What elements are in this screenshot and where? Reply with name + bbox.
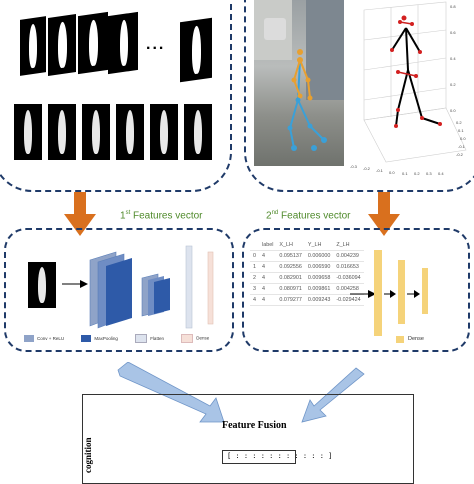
silhouette-frame-4: [108, 11, 138, 75]
second-features-label: 2nd Features vector: [266, 210, 351, 222]
table-cell: 0.082901: [276, 272, 305, 284]
plot3d-tick-y-3: -0.1: [458, 144, 466, 149]
table-cell: 0.079277: [276, 294, 305, 306]
table-header-label: label: [259, 240, 277, 251]
legend-flatten: Flatten: [150, 335, 164, 341]
plot3d-tick-z-3: 0.2: [450, 82, 456, 87]
table-cell: 0.009658: [304, 272, 334, 284]
silhouette-crop-6: [184, 104, 212, 160]
table-cell: 3: [250, 283, 259, 295]
dense-legend-swatch: [396, 336, 404, 343]
table-header-y: Y_LH: [304, 240, 334, 251]
ellipsis-text: ...: [146, 36, 166, 53]
table-header-row: label X_LH Y_LH Z_LH: [250, 240, 364, 251]
table-header-index: [250, 240, 259, 251]
silhouette-crop-2: [48, 104, 76, 160]
legend-dense: Dense: [196, 335, 210, 341]
plot3d-tick-x-3: 0.0: [389, 170, 395, 175]
silhouette-crop-3: [82, 104, 110, 160]
table-header-x: X_LH: [276, 240, 305, 251]
table-cell: 0.016653: [333, 261, 364, 273]
table-cell: 1: [250, 261, 259, 273]
table-header-z: Z_LH: [333, 240, 364, 251]
table-cell: 0.004258: [333, 283, 364, 295]
plot3d-tick-z-1: 0.6: [450, 30, 456, 35]
arrow-down-left: [64, 192, 96, 236]
table-cell: -0.029424: [333, 294, 364, 306]
silhouette-frame-3: [78, 11, 108, 75]
fusion-title: Feature Fusion: [222, 420, 287, 431]
table-row: 0 4 0.095137 0.006000 0.004239: [250, 250, 364, 262]
table-row: 1 4 0.092556 0.006590 0.016653: [250, 261, 364, 273]
plot3d-tick-x-0: -0.3: [350, 164, 358, 169]
table-cell: 4: [259, 294, 277, 306]
plot3d-tick-z-0: 0.8: [450, 4, 456, 9]
3d-skeleton-plot: 0.8 0.6 0.4 0.2 0.0 -0.3 -0.2 -0.1 0.0 0…: [350, 1, 467, 176]
plot3d-tick-x-1: -0.2: [363, 166, 371, 171]
silhouette-crop-4: [116, 104, 144, 160]
plot3d-tick-z-4: 0.0: [450, 108, 456, 113]
arrow-fusion-left: [117, 362, 225, 423]
pose-skeleton-overlay: [287, 49, 327, 151]
plot3d-tick-z-2: 0.4: [450, 56, 456, 61]
plot3d-tick-y-1: 0.1: [458, 128, 464, 133]
arrow-fusion-right: [301, 367, 365, 423]
cnn-architecture: [89, 245, 214, 329]
table-cell: 4: [259, 272, 277, 284]
table-cell: 0.009243: [304, 294, 334, 306]
table-cell: 0.004239: [333, 250, 364, 262]
legend-maxpool: MaxPooling: [94, 335, 118, 341]
table-cell: 4: [259, 250, 277, 262]
table-cell: -0.036094: [333, 272, 364, 284]
table-row: 2 4 0.082901 0.009658 -0.036094: [250, 272, 364, 284]
table-cell: 0.080971: [276, 283, 305, 295]
silhouette-crop-5: [150, 104, 178, 160]
cnn-legend: Conv + ReLU MaxPooling Flatten Dense: [24, 334, 209, 343]
silhouette-frame-last: [180, 17, 212, 83]
fusion-box: [82, 394, 414, 484]
dense-legend-label: Dense: [408, 336, 424, 342]
fused-feature-vector: [ : : : : : : : : : : : ]: [222, 450, 332, 464]
table-row: 4 4 0.079277 0.009243 -0.029424: [250, 294, 364, 306]
table-cell: 0.095137: [276, 250, 305, 262]
plot3d-tick-x-4: 0.1: [402, 171, 408, 176]
table-cell: 0.006590: [304, 261, 334, 273]
plot3d-tick-y-0: 0.2: [456, 120, 462, 125]
pose-panel: [244, 0, 474, 192]
plot3d-tick-x-7: 0.4: [438, 171, 444, 176]
cnn-input-arrow: [62, 280, 88, 288]
cnn-input-silhouette: [28, 262, 56, 308]
table-cell: 4: [250, 294, 259, 306]
arrow-down-right: [368, 192, 400, 236]
plot3d-tick-y-2: 0.0: [460, 136, 466, 141]
table-cell: 0.006000: [304, 250, 334, 262]
table-row: 3 4 0.080971 0.009861 0.004258: [250, 283, 364, 295]
table-cell: 4: [259, 261, 277, 273]
silhouette-frame-1: [20, 16, 46, 76]
table-cell: 0.092556: [276, 261, 305, 273]
legend-conv: Conv + ReLU: [37, 335, 65, 341]
fused-vector-text: [ : : : : : : : : : : : ]: [227, 452, 333, 460]
plot3d-tick-x-5: 0.2: [414, 171, 420, 176]
table-cell: 2: [250, 272, 259, 284]
plot3d-tick-y-4: -0.2: [456, 152, 464, 157]
silhouette-panel: [0, 0, 232, 192]
first-features-label: 1st Features vector: [120, 210, 203, 222]
pose-photo: [254, 0, 344, 166]
cnn-panel: [4, 228, 234, 352]
fusion-side-label: cognition: [83, 437, 93, 473]
keypoint-panel: [242, 228, 470, 352]
silhouette-frame-2: [48, 14, 76, 76]
plot3d-tick-x-2: -0.1: [376, 168, 384, 173]
dense-network: [350, 250, 428, 336]
keypoint-table: label X_LH Y_LH Z_LH 0 4 0.095137 0.0060…: [250, 240, 364, 306]
table-cell: 0.009861: [304, 283, 334, 295]
silhouette-crop-1: [14, 104, 42, 160]
table-cell: 4: [259, 283, 277, 295]
table-cell: 0: [250, 250, 259, 262]
plot3d-tick-x-6: 0.3: [426, 171, 432, 176]
